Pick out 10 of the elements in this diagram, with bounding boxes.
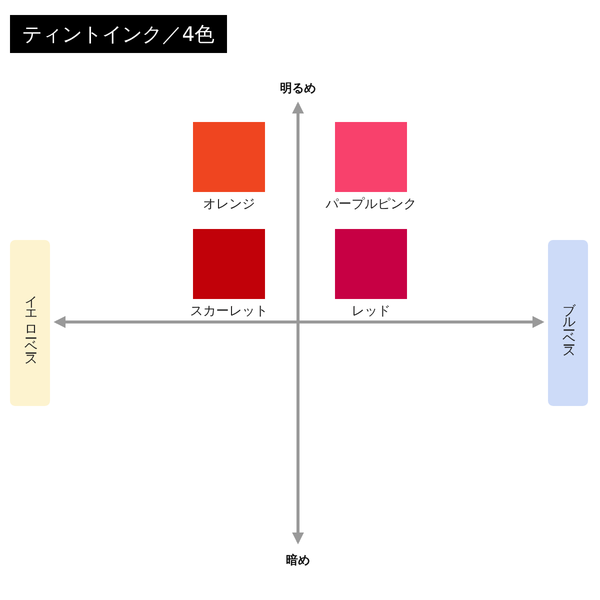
axis-label: 暗め: [285, 552, 311, 569]
color-name: オレンジ: [202, 196, 256, 213]
color-name: レッド: [350, 303, 392, 320]
axis-arrow: [54, 316, 544, 328]
axis-label: 明るめ: [279, 80, 317, 97]
color-name: パープルピンク: [324, 196, 418, 213]
axis-end-band: イエローベース: [10, 240, 50, 406]
title-banner: ティントインク／4色: [10, 15, 227, 53]
axis-end-band: ブルーベース: [548, 240, 588, 406]
color-name: スカーレット: [189, 303, 269, 320]
